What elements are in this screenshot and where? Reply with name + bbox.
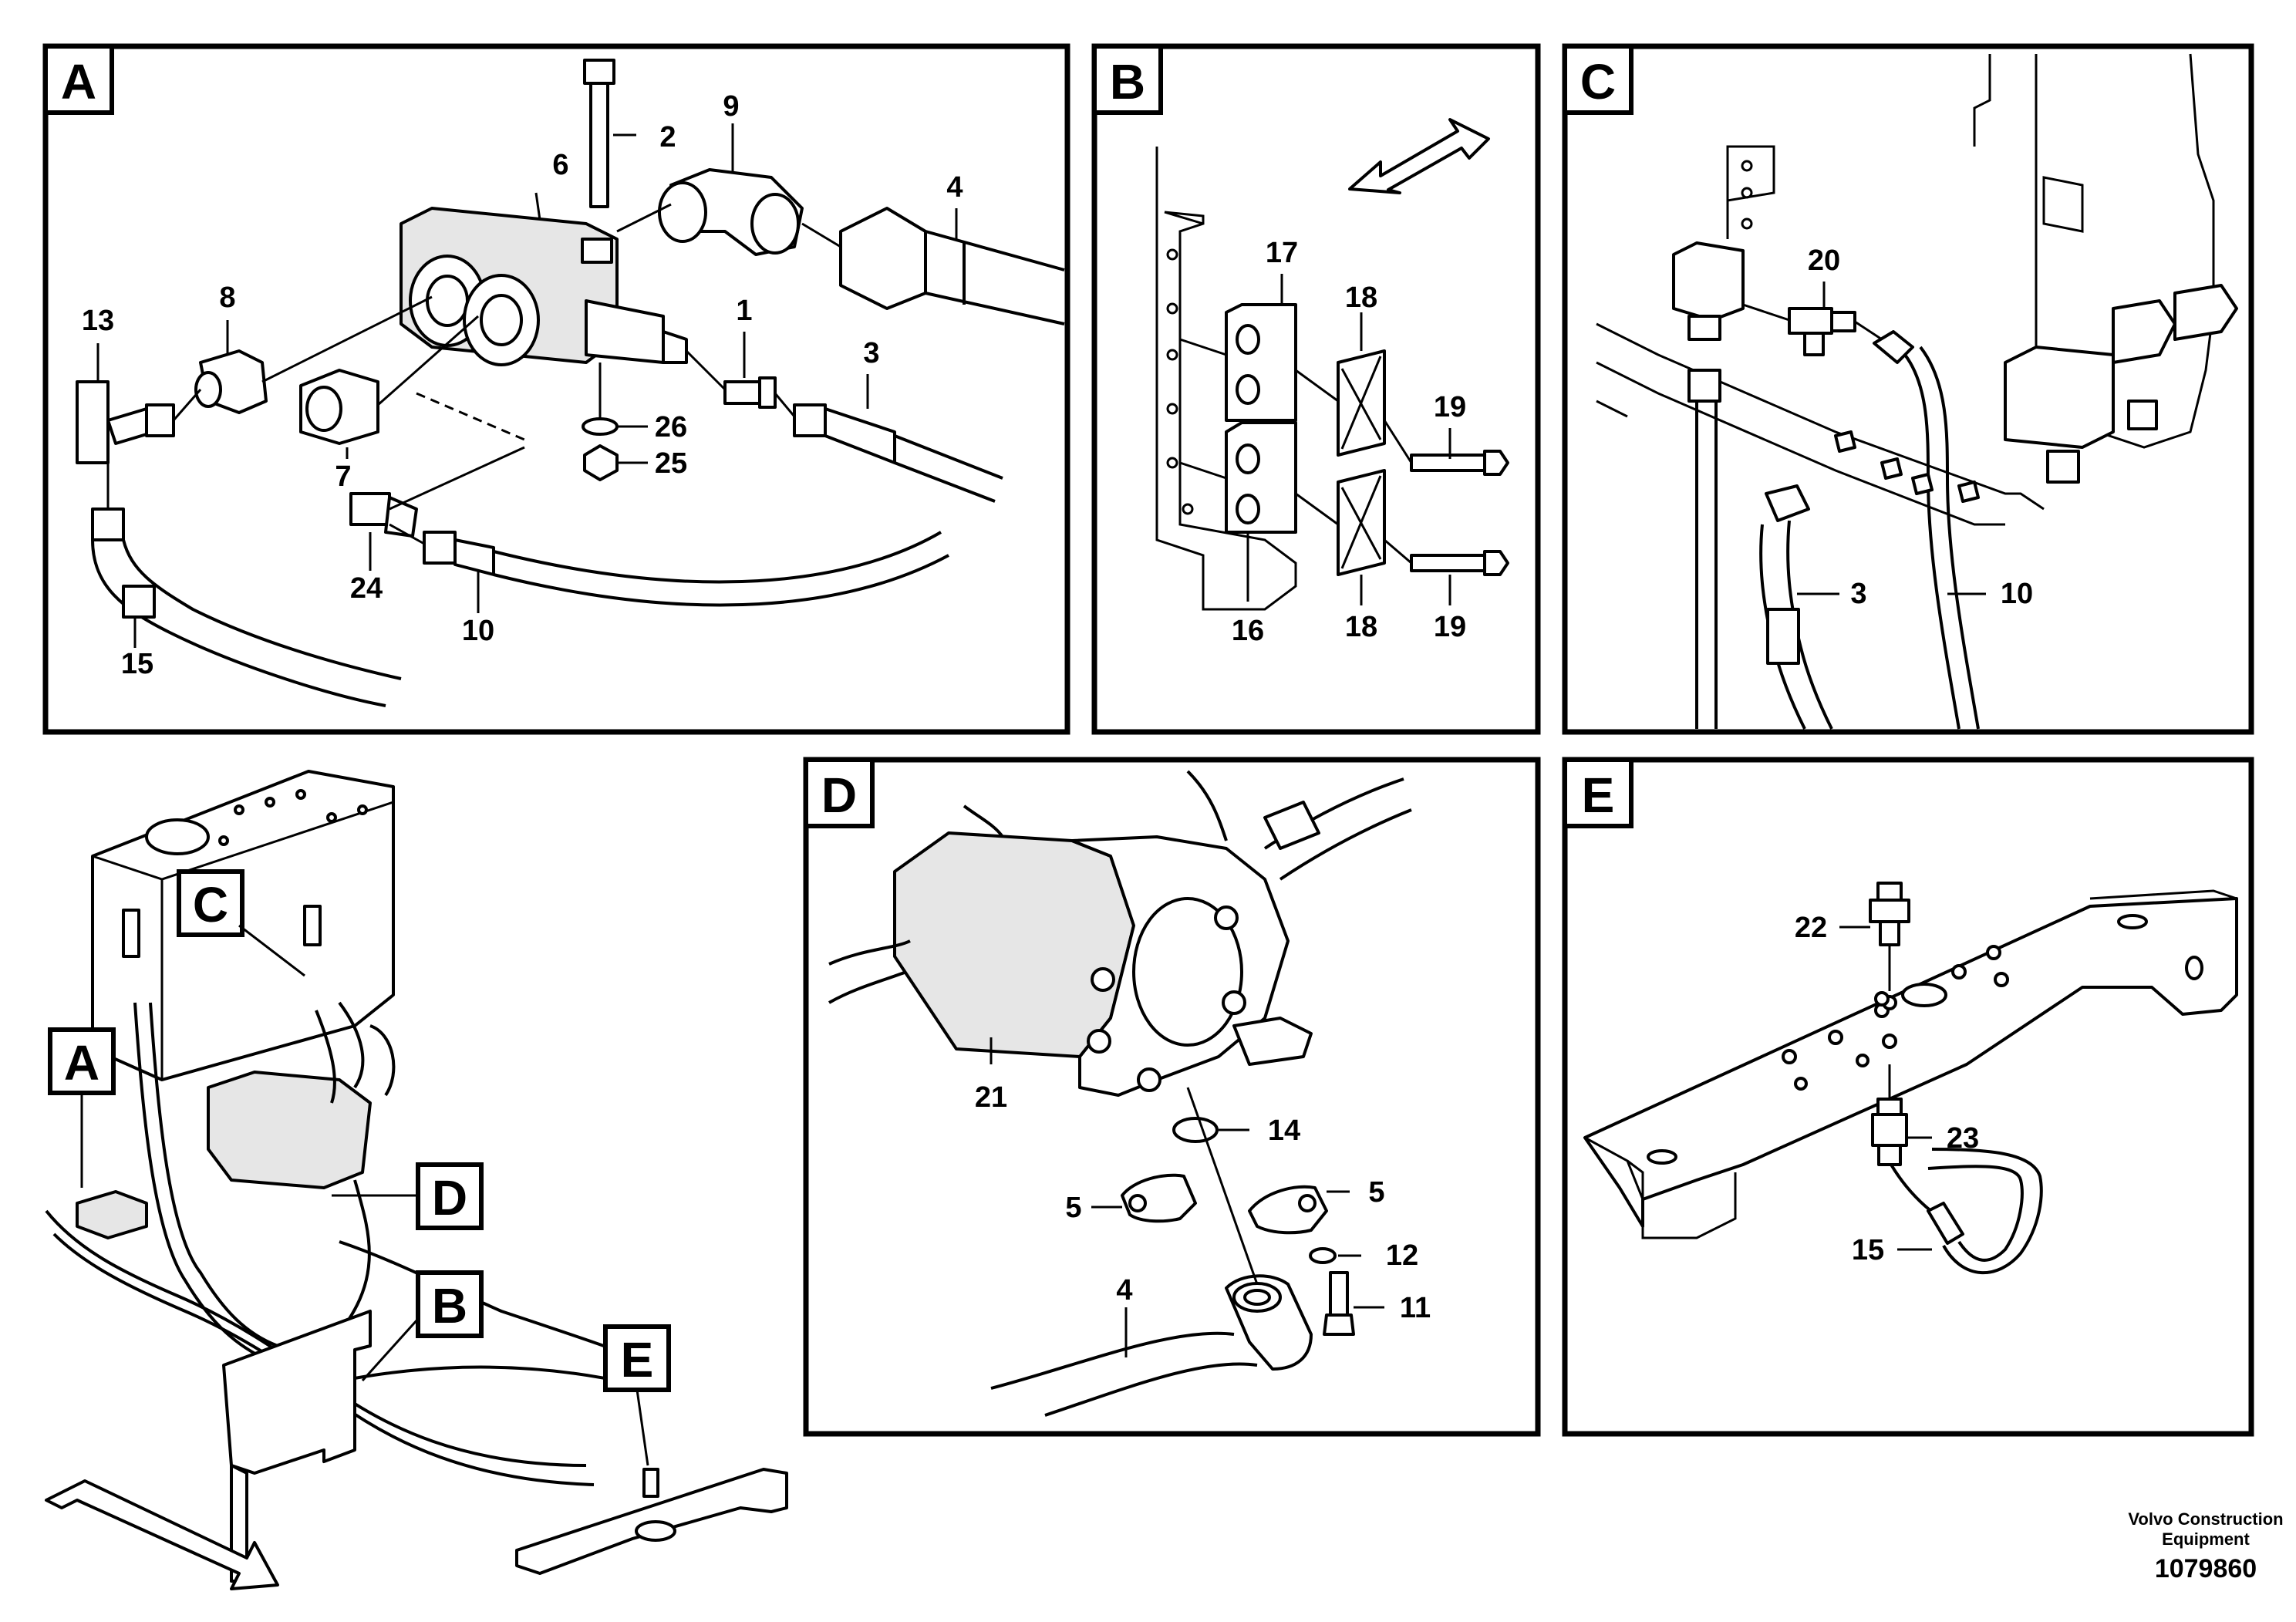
valve-block-part [2004, 284, 2238, 484]
direction-arrow-icon [45, 1479, 279, 1590]
flange-half-part [1248, 1185, 1328, 1235]
hose-part [990, 1274, 1313, 1417]
adapter-fitting-part [194, 349, 268, 414]
callout: 14 [1268, 1114, 1300, 1147]
footer: Volvo Construction Equipment 1079860 [2128, 1509, 2283, 1583]
callout: 17 [1266, 237, 1298, 269]
bolt-part [1410, 450, 1509, 476]
callout: 18 [1345, 282, 1377, 314]
overview-ref-d: D [332, 1162, 484, 1230]
flange-half-part [1121, 1173, 1197, 1223]
callout: 22 [1795, 912, 1827, 944]
hydraulic-pump-part [207, 1071, 372, 1189]
valve-block-part [400, 207, 688, 366]
callout: 8 [219, 282, 235, 314]
union-fitting-part [1871, 1098, 1908, 1166]
tee-fitting-part [1788, 307, 1856, 356]
callout: 18 [1345, 611, 1377, 643]
callout: 3 [863, 337, 879, 369]
hose-part [839, 207, 1065, 325]
valve-block-part [76, 1190, 148, 1239]
hose-part [1759, 484, 1833, 730]
overview-ref-d-label: D [432, 1170, 467, 1226]
callout: 15 [121, 648, 153, 680]
overview-ref-c-label: C [193, 877, 228, 932]
callout: 9 [723, 90, 739, 123]
panel-c: C [1562, 43, 2254, 735]
callout: 26 [655, 411, 687, 443]
clamp-block-part [1225, 421, 1297, 534]
mounting-bracket-part [222, 1310, 372, 1475]
union-fitting-part [723, 376, 777, 409]
panel-d-label: D [821, 767, 857, 823]
document-number: 1079860 [2155, 1554, 2257, 1583]
callout: 16 [1232, 615, 1264, 647]
elbow-fitting-part [658, 168, 804, 256]
overview-ref-b: B [361, 1270, 484, 1382]
callout: 19 [1434, 391, 1466, 423]
overview-ref-a-label: A [64, 1035, 99, 1091]
hydraulic-pump-part [893, 831, 1290, 1097]
clamp-block-part [1225, 303, 1297, 422]
panel-d: D [803, 757, 1541, 1437]
valve-block-part [1672, 241, 1745, 403]
callout: 1 [736, 295, 752, 327]
hose-part [1873, 330, 1980, 730]
callout: 4 [946, 171, 963, 204]
plug-fitting-part [1869, 882, 1910, 946]
hose-part [423, 531, 949, 607]
bolt-part [1410, 550, 1509, 576]
panel-e-label: E [1582, 767, 1615, 823]
callout: 5 [1368, 1176, 1384, 1209]
callout: 10 [462, 615, 494, 647]
callout: 7 [335, 460, 351, 493]
hose-part [793, 403, 1003, 503]
overview-ref-c: C [177, 869, 305, 977]
callout: 5 [1065, 1192, 1081, 1224]
callout: 12 [1386, 1239, 1418, 1272]
hose-part [1890, 1148, 2043, 1274]
bolt-part [1323, 1271, 1355, 1336]
callout: 10 [2001, 578, 2033, 610]
callout: 15 [1852, 1234, 1884, 1266]
callout: 19 [1434, 611, 1466, 643]
company-name-line2: Equipment [2162, 1529, 2250, 1549]
mounting-bracket-part [1583, 889, 2238, 1239]
callout: 25 [655, 447, 687, 480]
tee-fitting-part [76, 380, 175, 464]
nut-part [583, 444, 619, 481]
callout: 13 [82, 305, 114, 337]
panel-b-label: B [1110, 54, 1145, 110]
callout: 24 [350, 572, 383, 605]
direction-arrow-icon [1348, 118, 1490, 194]
o-ring-part [1172, 1117, 1219, 1143]
washer-part [1309, 1247, 1337, 1264]
overview-ref-e: E [603, 1324, 671, 1466]
bolt-part [583, 59, 615, 208]
callout: 21 [975, 1081, 1007, 1114]
callout: 23 [1947, 1122, 1979, 1155]
machine-overview: C A D B E [45, 770, 788, 1590]
callout: 6 [552, 149, 568, 181]
hose-part [91, 508, 402, 707]
washer-part [582, 417, 619, 436]
panel-a-label: A [61, 54, 96, 110]
panel-e: E [1562, 757, 2254, 1437]
callout: 4 [1116, 1274, 1132, 1307]
panel-a: A [42, 43, 1070, 735]
panel-c-label: C [1580, 54, 1616, 110]
callout: 3 [1850, 578, 1866, 610]
callout: 2 [659, 121, 676, 153]
panel-b: B [1091, 43, 1541, 735]
overview-ref-a: A [48, 1027, 116, 1188]
callout: 11 [1400, 1292, 1431, 1324]
overview-ref-e-label: E [621, 1332, 654, 1388]
overview-ref-b-label: B [432, 1278, 467, 1334]
nut-part [299, 369, 379, 445]
company-name-line1: Volvo Construction [2128, 1509, 2283, 1529]
callout: 20 [1808, 244, 1840, 277]
